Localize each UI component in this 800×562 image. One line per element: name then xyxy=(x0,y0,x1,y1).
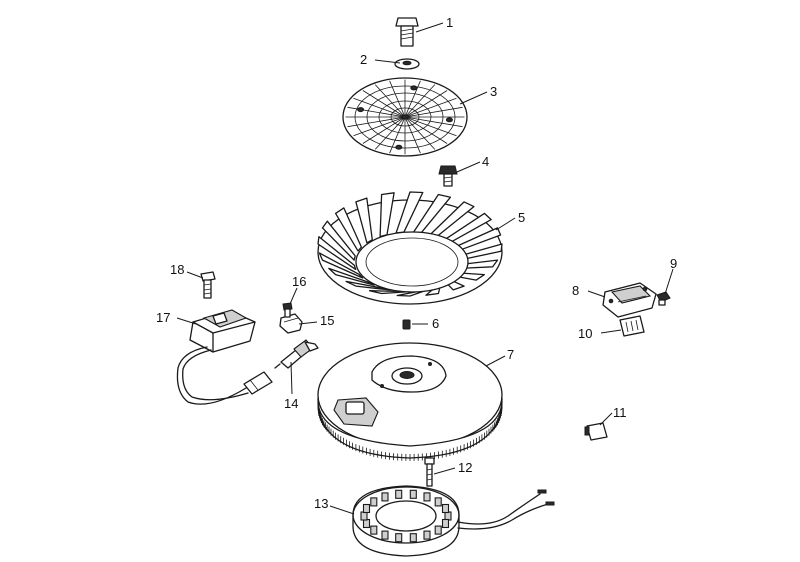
flywheel-teeth xyxy=(317,402,503,461)
screen-spoke xyxy=(362,90,406,118)
fan-blade xyxy=(334,207,363,252)
stator-pole xyxy=(362,503,371,514)
callout-4: 4 xyxy=(482,154,489,169)
callout-10: 10 xyxy=(578,326,592,341)
part-17-ignition-coil[interactable] xyxy=(176,309,273,405)
callout-13: 13 xyxy=(314,496,328,511)
callout-14: 14 xyxy=(284,396,298,411)
screen-spoke xyxy=(404,84,436,118)
screen-spoke xyxy=(353,116,406,137)
stator-pole xyxy=(423,492,431,502)
stator-pole xyxy=(441,503,450,514)
screen-spoke xyxy=(404,90,448,118)
screen-mount-hole xyxy=(395,144,403,150)
part-10-connector[interactable] xyxy=(619,315,645,337)
part-4-bolt[interactable] xyxy=(438,165,458,187)
fan-blade xyxy=(317,236,357,271)
part-14-spark-plug[interactable] xyxy=(274,339,319,369)
part-8-rectifier[interactable] xyxy=(602,282,657,318)
part-12-bolt[interactable] xyxy=(424,457,435,487)
leader-lines xyxy=(176,22,674,515)
screen-spoke xyxy=(347,106,406,118)
screen-mount-hole xyxy=(410,85,418,91)
callout-7: 7 xyxy=(507,347,514,362)
screen-mount-hole xyxy=(445,117,453,123)
callout-9: 9 xyxy=(670,256,677,271)
fan-blade xyxy=(321,220,356,261)
part-13-stator[interactable] xyxy=(352,485,555,557)
screen-spoke xyxy=(347,116,406,128)
screen-spoke xyxy=(389,116,406,154)
screen-spoke xyxy=(353,97,406,118)
part-11-connector[interactable] xyxy=(584,422,608,441)
stator-pole xyxy=(395,533,403,543)
screen-spoke xyxy=(404,106,463,118)
callout-12: 12 xyxy=(458,460,472,475)
part-9-screw[interactable] xyxy=(656,291,671,306)
part-7-flywheel[interactable] xyxy=(317,342,503,461)
fan-blade xyxy=(355,197,373,244)
screen-spoke xyxy=(404,116,448,144)
stator-pole xyxy=(444,511,452,521)
stator-pole xyxy=(362,518,371,529)
fan-blade xyxy=(328,267,375,286)
stator-pole xyxy=(370,525,378,535)
screen-spoke xyxy=(374,84,406,118)
part-2-washer[interactable] xyxy=(394,58,420,70)
stator-slots xyxy=(360,489,452,543)
stator-pole xyxy=(395,489,403,499)
screen-spoke xyxy=(404,80,421,118)
callout-8: 8 xyxy=(572,283,579,298)
screen-spoke xyxy=(362,116,406,144)
callout-15: 15 xyxy=(320,313,334,328)
stator-pole xyxy=(423,530,431,540)
stator-pole xyxy=(434,497,442,507)
screen-spoke xyxy=(374,116,406,150)
fan-blades xyxy=(317,191,503,297)
fan-blade xyxy=(318,252,364,279)
callout-labels: 1 2 3 4 5 6 7 8 9 10 11 12 13 14 15 16 1… xyxy=(156,15,677,511)
callout-3: 3 xyxy=(490,84,497,99)
stator-pole xyxy=(381,492,389,502)
stator-pole xyxy=(441,518,450,529)
stator-pole xyxy=(434,525,442,535)
screen-spoke xyxy=(404,116,421,154)
callout-18: 18 xyxy=(170,262,184,277)
part-5-fan[interactable] xyxy=(317,191,503,305)
callout-5: 5 xyxy=(518,210,525,225)
callout-11: 11 xyxy=(613,405,627,420)
stator-pole xyxy=(360,511,368,521)
stator-pole xyxy=(370,497,378,507)
screen-spoke xyxy=(404,116,436,150)
stator-pole xyxy=(381,530,389,540)
part-1-bolt[interactable] xyxy=(395,17,419,47)
callout-6: 6 xyxy=(432,316,439,331)
screen-spoke xyxy=(404,116,457,137)
screen-spokes xyxy=(345,79,465,155)
callout-1: 1 xyxy=(446,15,453,30)
callout-16: 16 xyxy=(292,274,306,289)
screen-spoke xyxy=(404,97,457,118)
screen-spoke xyxy=(389,80,406,118)
screen-spoke xyxy=(404,116,463,128)
callout-17: 17 xyxy=(156,310,170,325)
screen-mount-hole xyxy=(357,107,365,113)
part-15-clip[interactable] xyxy=(279,313,303,334)
callout-2: 2 xyxy=(360,52,367,67)
part-18-bolt[interactable] xyxy=(200,271,216,299)
part-6-key[interactable] xyxy=(402,319,411,330)
stator-pole xyxy=(409,533,417,543)
stator-pole xyxy=(409,489,417,499)
part-3-screen[interactable] xyxy=(342,77,468,157)
part-16-screw[interactable] xyxy=(282,302,293,318)
